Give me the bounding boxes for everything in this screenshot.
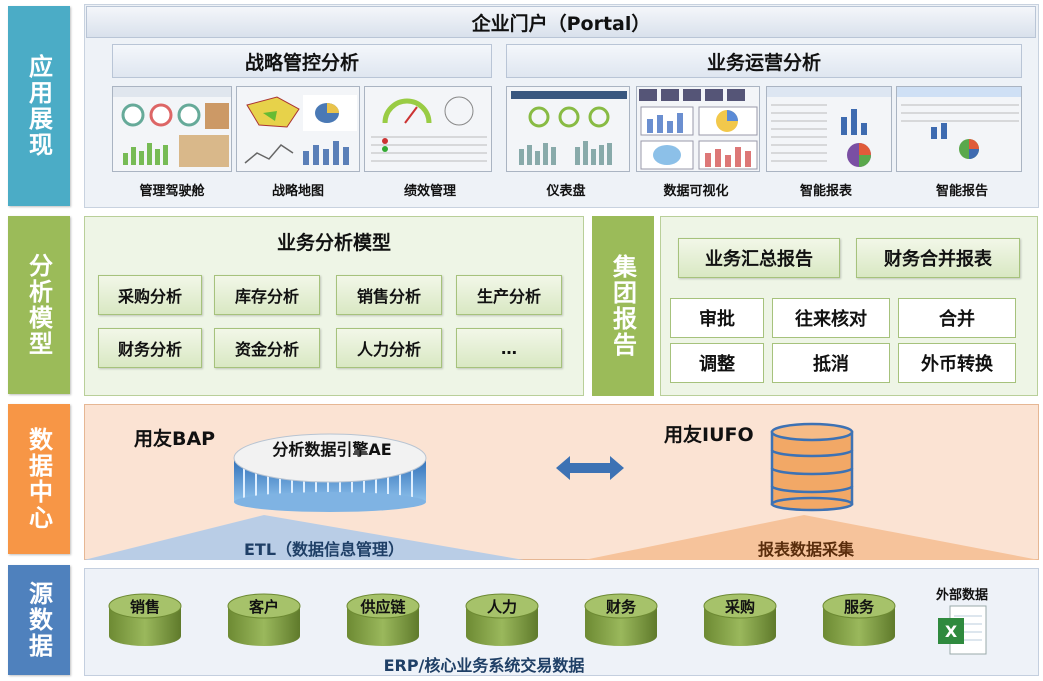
thumb-label-dashboard: 仪表盘 [546, 184, 586, 199]
business-summary-report[interactable]: 业务汇总报告 [678, 238, 840, 278]
thumb-cockpit[interactable] [112, 86, 232, 172]
model-title: 业务分析模型 [276, 232, 391, 254]
portal-title: 企业门户（Portal） [86, 6, 1036, 38]
bidirectional-arrow-icon [556, 456, 624, 480]
analysis-chart-icon [897, 87, 1021, 159]
finance-consolidated-report[interactable]: 财务合并报表 [856, 238, 1020, 278]
svg-text:X: X [945, 622, 958, 641]
erp-label: ERP/核心业务系统交易数据 [383, 656, 585, 675]
visualization-chart-icon [639, 89, 758, 170]
etl-label: ETL（数据信息管理） [244, 540, 405, 559]
thumb-label-visualization: 数据可视化 [663, 184, 729, 199]
side-label-dc: 数据中心 [8, 404, 70, 554]
engine-label: 分析数据引擎AE [272, 440, 392, 459]
iufo-label: 用友IUFO [664, 424, 754, 446]
model-item-sales[interactable]: 销售分析 [336, 275, 442, 315]
thumb-label-smart-report: 智能报表 [799, 184, 852, 199]
thumb-smart-analysis[interactable] [896, 86, 1022, 172]
model-item-capital[interactable]: 资金分析 [214, 328, 320, 368]
thumb-smart-report[interactable] [766, 86, 892, 172]
strategy-title: 战略管控分析 [112, 44, 492, 78]
bap-label: 用友BAP [134, 428, 216, 450]
src-item-hr[interactable]: 人力 [486, 598, 517, 616]
thumb-label-cockpit: 管理驾驶舱 [139, 184, 205, 199]
excel-file-icon: X [938, 605, 987, 655]
map-chart-icon [244, 95, 357, 165]
cockpit-chart-icon [113, 87, 231, 167]
dashboard-chart-icon [511, 91, 627, 165]
side-label-model: 分析模型 [8, 216, 70, 394]
src-item-finance[interactable]: 财务 [605, 598, 636, 616]
src-item-sales[interactable]: 销售 [129, 598, 160, 616]
database-icon [770, 422, 854, 512]
group-report-label: 集团报告 [592, 216, 654, 396]
collect-label: 报表数据采集 [758, 540, 855, 559]
gauge-chart-icon [371, 96, 487, 162]
thumb-strategy-map[interactable] [236, 86, 360, 172]
external-data-label: 外部数据 [936, 588, 989, 603]
report-chart-icon [767, 87, 891, 167]
src-item-service[interactable]: 服务 [843, 598, 874, 616]
src-item-supply-chain[interactable]: 供应链 [360, 598, 406, 616]
model-item-purchase[interactable]: 采购分析 [98, 275, 202, 315]
thumb-dashboard[interactable] [506, 86, 630, 172]
grid-adjust[interactable]: 调整 [670, 343, 764, 383]
dc-triangles [84, 515, 1039, 560]
model-item-more[interactable]: … [456, 328, 562, 368]
thumb-visualization[interactable] [636, 86, 760, 172]
grid-merge[interactable]: 合并 [898, 298, 1016, 338]
thumb-label-smart-analysis: 智能报告 [935, 184, 988, 199]
model-item-inventory[interactable]: 库存分析 [214, 275, 320, 315]
thumb-label-performance: 绩效管理 [403, 184, 456, 199]
model-item-finance[interactable]: 财务分析 [98, 328, 202, 368]
grid-fx-convert[interactable]: 外币转换 [898, 343, 1016, 383]
side-label-src: 源数据 [8, 565, 70, 675]
src-item-purchase[interactable]: 采购 [724, 598, 755, 616]
model-item-production[interactable]: 生产分析 [456, 275, 562, 315]
thumb-label-strategy-map: 战略地图 [271, 184, 324, 199]
thumb-performance[interactable] [364, 86, 492, 172]
grid-offset[interactable]: 抵消 [772, 343, 890, 383]
analysis-engine-icon [233, 433, 427, 512]
grid-reconcile[interactable]: 往来核对 [772, 298, 890, 338]
model-item-hr[interactable]: 人力分析 [336, 328, 442, 368]
grid-approve[interactable]: 审批 [670, 298, 764, 338]
src-item-customer[interactable]: 客户 [248, 598, 279, 616]
ops-title: 业务运营分析 [506, 44, 1022, 78]
side-label-app: 应用展现 [8, 6, 70, 206]
